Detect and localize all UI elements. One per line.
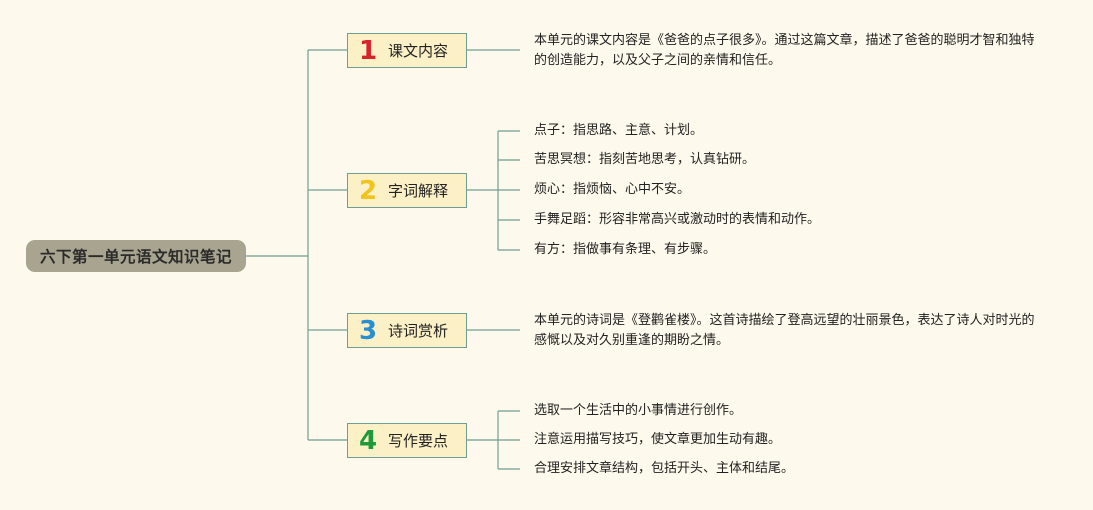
root-node: 六下第一单元语文知识笔记 [26, 240, 246, 272]
branch-label-3: 诗词赏析 [388, 322, 449, 340]
leaf-vocab-2: 苦思冥想：指刻苦地思考，认真钻研。 [534, 152, 756, 167]
leaf-writing-2: 注意运用描写技巧，使文章更加生动有趣。 [534, 432, 782, 447]
number-badge-3: 3 [358, 315, 378, 346]
root-title: 六下第一单元语文知识笔记 [39, 248, 232, 266]
leaf-vocab-5: 有方：指做事有条理、有步骤。 [534, 242, 717, 257]
leaf-course-summary: 本单元的课文内容是《爸爸的点子很多》。通过这篇文章，描述了爸爸的聪明才智和独特的… [534, 33, 1035, 68]
leaf-poetry-summary: 本单元的诗词是《登鹳雀楼》。这首诗描绘了登高远望的壮丽景色，表达了诗人对时光的感… [534, 313, 1035, 348]
branch-course-content: 1 课文内容 [347, 33, 467, 68]
branch-writing: 4 写作要点 [347, 423, 467, 458]
leaf-writing-1: 选取一个生活中的小事情进行创作。 [534, 403, 743, 418]
number-badge-4: 4 [358, 425, 378, 456]
leaf-writing-3: 合理安排文章结构，包括开头、主体和结尾。 [534, 461, 795, 476]
connector-leaf-2 [467, 130, 520, 251]
branch-label-2: 字词解释 [388, 182, 449, 200]
branch-label-1: 课文内容 [388, 42, 449, 60]
number-badge-1: 1 [358, 35, 378, 66]
branch-poetry: 3 诗词赏析 [347, 313, 467, 348]
leaf-vocab-1: 点子：指思路、主意、计划。 [534, 123, 704, 138]
leaf-vocab-3: 烦心：指烦恼、心中不安。 [534, 182, 691, 197]
number-badge-2: 2 [358, 175, 378, 206]
connector-leaf-4 [467, 410, 520, 470]
branch-label-4: 写作要点 [388, 432, 449, 450]
branch-vocabulary: 2 字词解释 [347, 173, 467, 208]
leaf-vocab-4: 手舞足蹈：形容非常高兴或激动时的表情和动作。 [534, 212, 821, 227]
